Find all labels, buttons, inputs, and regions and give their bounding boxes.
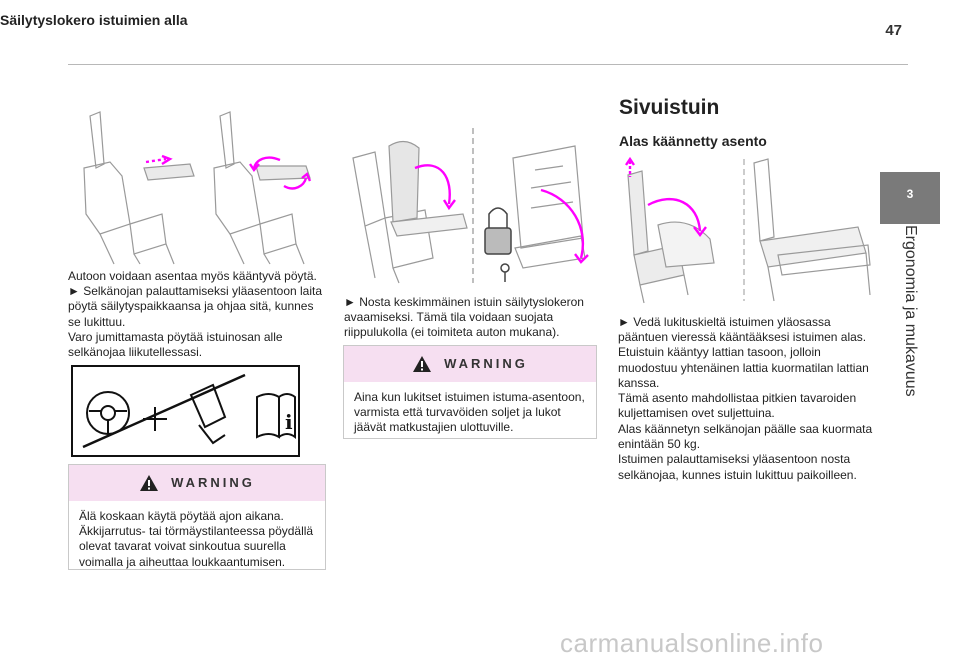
col1-instruction: ► Selkänojan palauttamiseksi yläasentoon… <box>68 283 323 329</box>
chapter-number: 3 <box>906 186 914 201</box>
warning-title: WARNING <box>444 356 528 372</box>
page-number: 47 <box>885 21 902 39</box>
col2-body: ► Nosta keskimmäinen istuin säilytysloke… <box>344 294 584 340</box>
warning-header: WARNING <box>69 464 325 501</box>
col3-body: ► Vedä lukituskieltä istuimen yläosassa … <box>618 315 876 483</box>
no-table-while-driving-pictogram: i <box>71 364 300 457</box>
storage-heading: Säilytyslokero istuimien alla <box>0 11 188 28</box>
side-seat-heading: Sivuistuin <box>619 95 720 119</box>
column-2: Säilytyslokero istuimien alla ► Nosta ke… <box>0 11 960 439</box>
col3-paragraph: Alas käännetyn selkänojan päälle saa kuo… <box>618 421 873 451</box>
under-seat-storage-illustration <box>352 127 589 283</box>
chapter-tab[interactable] <box>880 171 940 224</box>
folded-seat-illustration <box>625 156 871 303</box>
chapter-title: Ergonomia ja mukavuus <box>902 224 919 397</box>
col1-paragraph: Autoon voidaan asentaa myös kääntyvä pöy… <box>68 268 317 283</box>
warning-triangle-icon <box>413 355 432 372</box>
col3-paragraph: Istuimen palauttamiseksi yläasentoon nos… <box>618 452 857 482</box>
watermark: carmanualsonline.info <box>560 627 824 658</box>
col3-instruction: ► Vedä lukituskieltä istuimen yläosassa … <box>618 314 867 344</box>
col3-paragraph: Tämä asento mahdollistaa pitkien tavaroi… <box>618 391 857 421</box>
swivel-table-illustration <box>83 110 312 264</box>
warning-triangle-icon <box>140 474 159 491</box>
warning-text: Aina kun lukitset istuimen istuma-asento… <box>354 389 585 435</box>
pictogram-icons: i <box>82 373 296 448</box>
info-icon: i <box>285 410 293 434</box>
warning-text: Älä koskaan käytä pöytää ajon aikana. Äk… <box>79 508 314 569</box>
col1-paragraph: Varo jumittamasta pöytää istuinosan alle… <box>68 329 283 360</box>
col1-warning-box: WARNING Älä koskaan käytä pöytää ajon ai… <box>68 463 326 570</box>
warning-header: WARNING <box>344 345 596 382</box>
folded-position-subheading: Alas käännetty asento <box>619 132 767 149</box>
header-divider <box>68 63 908 65</box>
col3-paragraph: Etuistuin kääntyy lattian tasoon, jolloi… <box>618 345 869 390</box>
col2-warning-box: WARNING Aina kun lukitset istuimen istum… <box>343 344 597 439</box>
warning-title: WARNING <box>171 475 255 491</box>
col1-body: Autoon voidaan asentaa myös kääntyvä pöy… <box>68 269 326 361</box>
